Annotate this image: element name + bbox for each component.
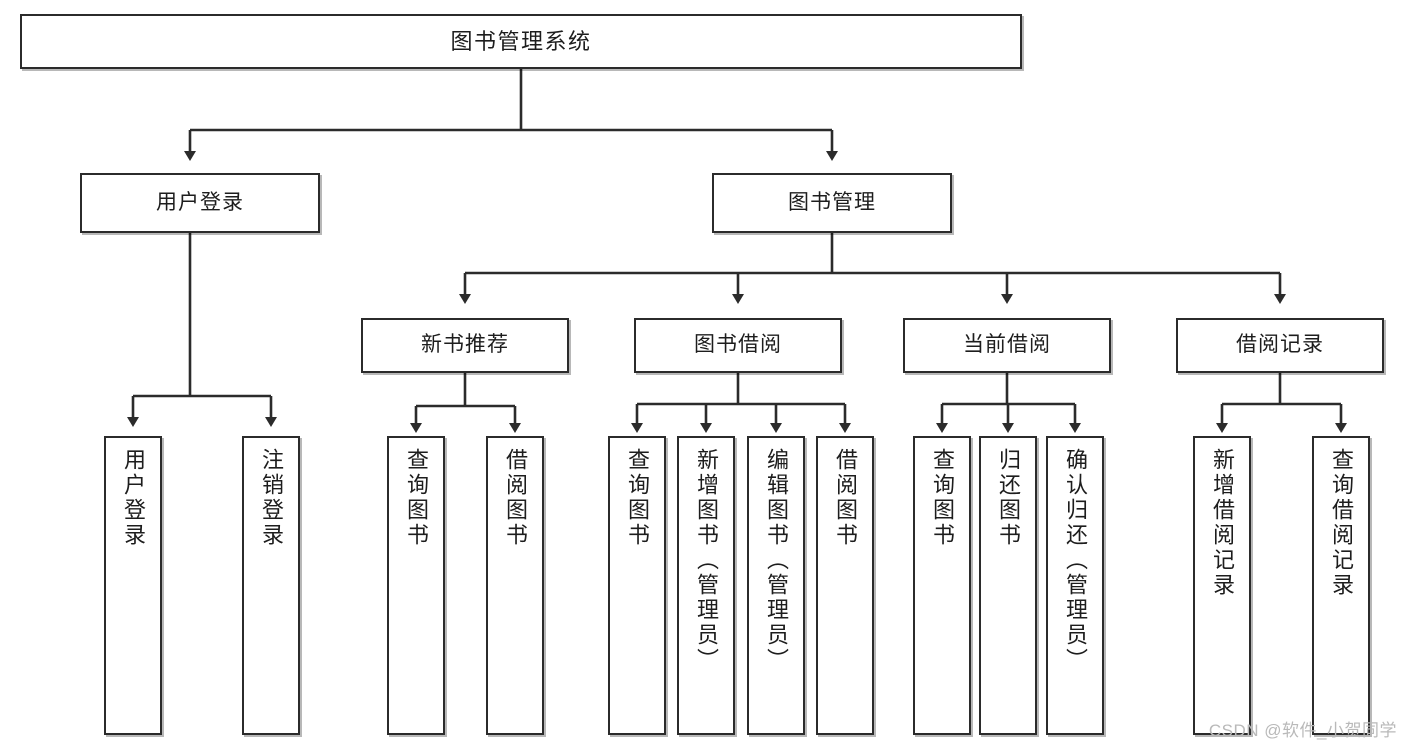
node-leaf-user-login-label: 用户登录 (121, 448, 146, 548)
node-leaf-borrow-book-b[interactable]: 借阅图书 (816, 436, 874, 735)
node-leaf-edit-book-label: 编辑图书（管理员） (764, 448, 789, 673)
node-new-book-rec-label: 新书推荐 (421, 333, 509, 357)
node-current-borrow-label: 当前借阅 (963, 333, 1051, 357)
node-leaf-logout-label: 注销登录 (259, 448, 284, 548)
node-borrow-record[interactable]: 借阅记录 (1176, 318, 1384, 373)
node-leaf-edit-book[interactable]: 编辑图书（管理员） (747, 436, 805, 735)
node-leaf-query-record[interactable]: 查询借阅记录 (1312, 436, 1370, 735)
node-leaf-query-book-b-label: 查询图书 (625, 448, 650, 548)
csdn-watermark: CSDN @软件_小贺同学 (1208, 721, 1397, 740)
node-leaf-confirm-return[interactable]: 确认归还（管理员） (1046, 436, 1104, 735)
node-user-login[interactable]: 用户登录 (80, 173, 320, 233)
node-book-manage[interactable]: 图书管理 (712, 173, 952, 233)
node-leaf-add-record-label: 新增借阅记录 (1210, 448, 1235, 598)
node-leaf-user-login[interactable]: 用户登录 (104, 436, 162, 735)
node-leaf-logout[interactable]: 注销登录 (242, 436, 300, 735)
node-leaf-borrow-book-a-label: 借阅图书 (503, 448, 528, 548)
node-leaf-return-book[interactable]: 归还图书 (979, 436, 1037, 735)
node-leaf-add-book-label: 新增图书（管理员） (694, 448, 719, 673)
node-user-login-label: 用户登录 (156, 190, 244, 214)
node-leaf-query-book-b[interactable]: 查询图书 (608, 436, 666, 735)
node-book-manage-label: 图书管理 (788, 190, 876, 214)
node-root[interactable]: 图书管理系统 (20, 14, 1022, 69)
node-leaf-query-record-label: 查询借阅记录 (1329, 448, 1354, 598)
node-leaf-confirm-return-label: 确认归还（管理员） (1063, 448, 1088, 673)
node-borrow-record-label: 借阅记录 (1236, 333, 1324, 357)
node-book-borrow-label: 图书借阅 (694, 333, 782, 357)
node-leaf-borrow-book-b-label: 借阅图书 (833, 448, 858, 548)
node-book-borrow[interactable]: 图书借阅 (634, 318, 842, 373)
node-leaf-add-book[interactable]: 新增图书（管理员） (677, 436, 735, 735)
node-leaf-return-book-label: 归还图书 (996, 448, 1021, 548)
node-leaf-add-record[interactable]: 新增借阅记录 (1193, 436, 1251, 735)
node-leaf-query-book-a[interactable]: 查询图书 (387, 436, 445, 735)
node-leaf-borrow-book-a[interactable]: 借阅图书 (486, 436, 544, 735)
node-leaf-query-book-c[interactable]: 查询图书 (913, 436, 971, 735)
node-current-borrow[interactable]: 当前借阅 (903, 318, 1111, 373)
node-root-label: 图书管理系统 (450, 28, 592, 54)
node-new-book-rec[interactable]: 新书推荐 (361, 318, 569, 373)
node-leaf-query-book-a-label: 查询图书 (404, 448, 429, 548)
node-leaf-query-book-c-label: 查询图书 (930, 448, 955, 548)
